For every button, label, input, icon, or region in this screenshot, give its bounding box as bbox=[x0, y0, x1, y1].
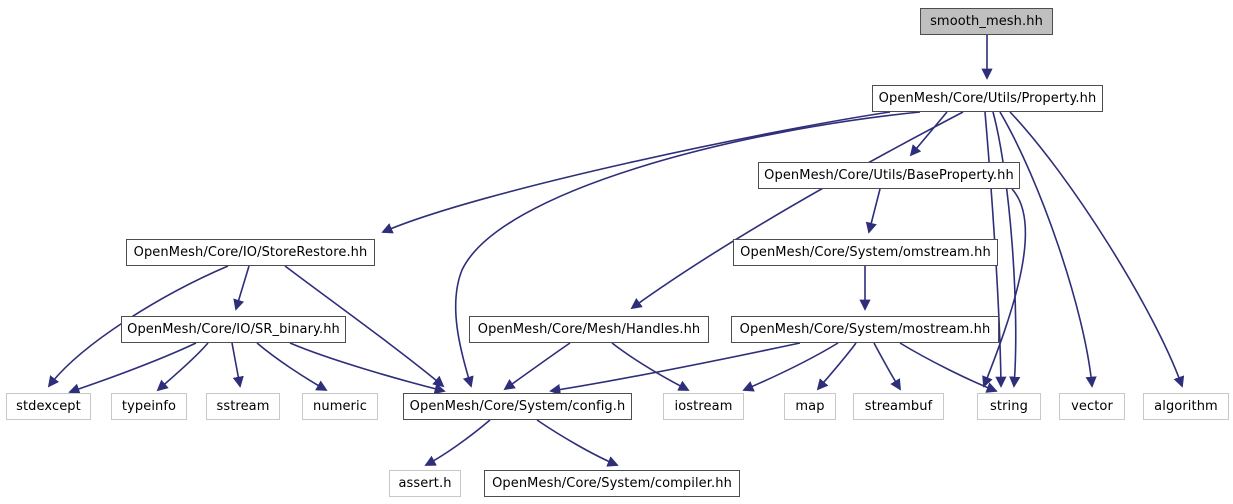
graph-node-label: stdexcept bbox=[16, 399, 81, 414]
graph-node-label: OpenMesh/Core/System/config.h bbox=[409, 399, 626, 414]
graph-node-omstream[interactable]: OpenMesh/Core/System/omstream.hh bbox=[733, 239, 998, 266]
graph-node-label: assert.h bbox=[398, 476, 452, 491]
edge-sr_binary-to-stdexcept bbox=[68, 342, 197, 395]
graph-node-numeric[interactable]: numeric bbox=[302, 393, 378, 420]
graph-node-label: OpenMesh/Core/System/compiler.hh bbox=[492, 476, 732, 491]
edge-sr_binary-to-config bbox=[289, 342, 446, 395]
graph-node-stdexcept[interactable]: stdexcept bbox=[6, 393, 91, 420]
graph-node-storerestore[interactable]: OpenMesh/Core/IO/StoreRestore.hh bbox=[126, 239, 375, 266]
edge-mostream-to-string bbox=[899, 342, 998, 393]
edge-property-to-handles bbox=[630, 111, 964, 310]
graph-node-property[interactable]: OpenMesh/Core/Utils/Property.hh bbox=[872, 85, 1103, 112]
edge-property-to-algorithm bbox=[1009, 111, 1185, 388]
graph-node-label: vector bbox=[1071, 399, 1113, 414]
edge-storerestore-to-sr_binary bbox=[233, 265, 250, 311]
graph-node-label: map bbox=[795, 399, 825, 414]
edge-mostream-to-iostream bbox=[742, 342, 839, 392]
graph-node-typeinfo[interactable]: typeinfo bbox=[111, 393, 187, 420]
graph-node-vector[interactable]: vector bbox=[1059, 393, 1125, 420]
graph-node-map[interactable]: map bbox=[784, 393, 836, 420]
edge-config-to-assert bbox=[424, 419, 491, 466]
graph-node-label: OpenMesh/Core/IO/SR_binary.hh bbox=[127, 322, 340, 337]
graph-node-label: OpenMesh/Core/IO/StoreRestore.hh bbox=[133, 245, 368, 260]
graph-node-label: OpenMesh/Core/System/mostream.hh bbox=[739, 322, 991, 337]
graph-node-config[interactable]: OpenMesh/Core/System/config.h bbox=[403, 393, 632, 420]
graph-node-baseproperty[interactable]: OpenMesh/Core/Utils/BaseProperty.hh bbox=[758, 162, 1020, 189]
graph-node-string[interactable]: string bbox=[977, 393, 1041, 420]
graph-node-mostream[interactable]: OpenMesh/Core/System/mostream.hh bbox=[731, 316, 999, 343]
edge-property-to-baseproperty bbox=[909, 111, 948, 157]
graph-node-label: smooth_mesh.hh bbox=[930, 14, 1043, 29]
graph-node-streambuf[interactable]: streambuf bbox=[853, 393, 944, 420]
graph-node-label: OpenMesh/Core/Mesh/Handles.hh bbox=[477, 322, 701, 337]
graph-node-label: algorithm bbox=[1154, 399, 1218, 414]
edge-mostream-to-streambuf bbox=[873, 342, 901, 391]
graph-node-iostream[interactable]: iostream bbox=[663, 393, 744, 420]
edge-property-to-vector bbox=[999, 111, 1097, 388]
graph-node-label: sstream bbox=[216, 399, 270, 414]
edge-mostream-to-map bbox=[816, 342, 857, 391]
graph-node-label: typeinfo bbox=[121, 399, 177, 414]
graph-node-sr_binary[interactable]: OpenMesh/Core/IO/SR_binary.hh bbox=[121, 316, 346, 343]
edge-baseproperty-to-omstream bbox=[865, 188, 881, 234]
graph-node-compiler[interactable]: OpenMesh/Core/System/compiler.hh bbox=[484, 470, 740, 497]
graph-node-smooth_mesh[interactable]: smooth_mesh.hh bbox=[920, 8, 1053, 35]
graph-node-label: OpenMesh/Core/System/omstream.hh bbox=[740, 245, 991, 260]
edge-sr_binary-to-numeric bbox=[256, 342, 328, 391]
edge-handles-to-iostream bbox=[611, 342, 690, 391]
edge-mostream-to-config bbox=[549, 342, 801, 396]
graph-node-handles[interactable]: OpenMesh/Core/Mesh/Handles.hh bbox=[469, 316, 709, 343]
edge-config-to-compiler bbox=[536, 419, 619, 467]
graph-node-algorithm[interactable]: algorithm bbox=[1143, 393, 1229, 420]
graph-node-label: OpenMesh/Core/Utils/Property.hh bbox=[878, 91, 1097, 106]
edge-sr_binary-to-sstream bbox=[231, 342, 244, 388]
edge-sr_binary-to-typeinfo bbox=[156, 342, 209, 392]
graph-node-label: OpenMesh/Core/Utils/BaseProperty.hh bbox=[764, 168, 1014, 183]
graph-node-label: string bbox=[990, 399, 1028, 414]
edge-handles-to-config bbox=[503, 342, 571, 391]
graph-node-sstream[interactable]: sstream bbox=[206, 393, 280, 420]
edge-baseproperty-to-string bbox=[982, 188, 1027, 388]
graph-node-label: streambuf bbox=[864, 399, 933, 414]
graph-node-label: numeric bbox=[313, 399, 367, 414]
graph-node-label: iostream bbox=[674, 399, 733, 414]
graph-node-assert[interactable]: assert.h bbox=[389, 470, 461, 497]
